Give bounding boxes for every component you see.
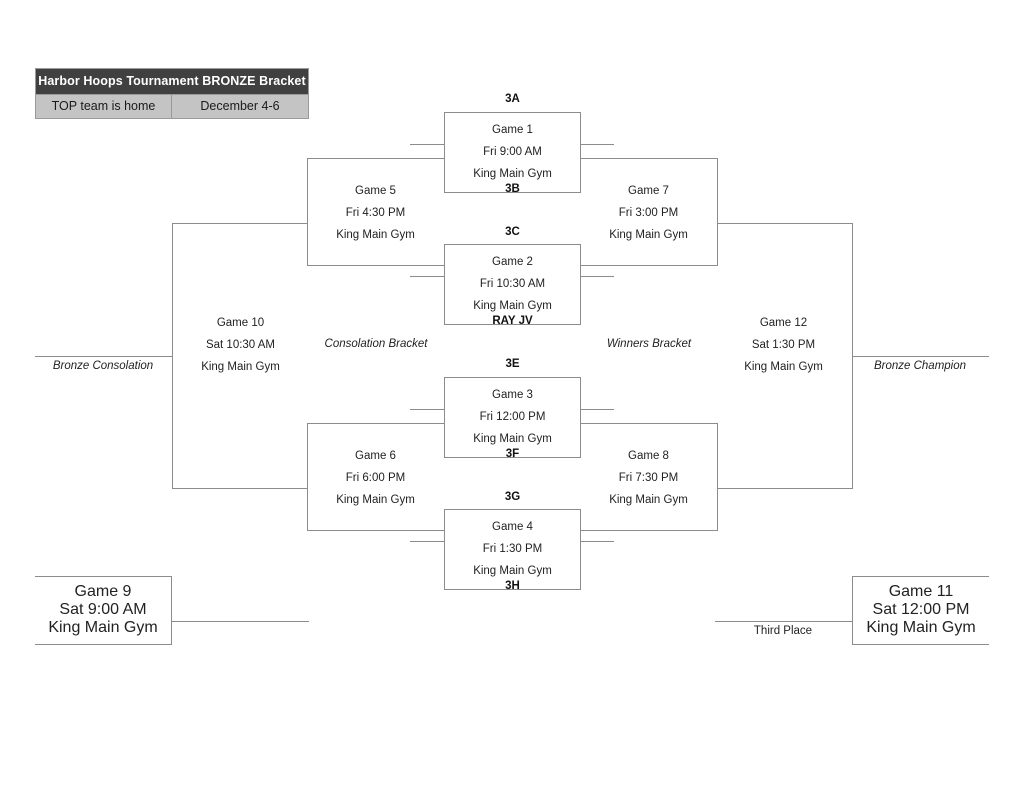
connector-game3-right bbox=[581, 409, 614, 410]
game-2-venue: King Main Gym bbox=[473, 300, 552, 312]
connector-game5-bottom bbox=[307, 265, 444, 266]
connector-game5-top bbox=[307, 158, 444, 159]
connector-game7-spine bbox=[717, 158, 718, 266]
connector-game6-spine bbox=[307, 423, 308, 531]
game-4-name: Game 4 bbox=[492, 521, 533, 533]
game-box-4[interactable]: Game 4 Fri 1:30 PM King Main Gym bbox=[444, 509, 581, 590]
seed-label-3a: 3A bbox=[505, 93, 520, 105]
seed-label-3e: 3E bbox=[505, 358, 520, 370]
game-10-time: Sat 10:30 AM bbox=[205, 339, 276, 351]
connector-game12-bottom bbox=[717, 488, 853, 489]
game-7-venue: King Main Gym bbox=[609, 229, 688, 241]
bracket-subtitle-row: TOP team is home December 4-6 bbox=[35, 95, 309, 119]
game-8-name: Game 8 bbox=[628, 450, 669, 462]
connector-game6-top bbox=[307, 423, 444, 424]
connector-game11-in bbox=[715, 621, 852, 622]
connector-game2-left bbox=[410, 276, 444, 277]
game-9-time: Sat 9:00 AM bbox=[59, 601, 147, 618]
bracket-title-block: Harbor Hoops Tournament BRONZE Bracket T… bbox=[35, 68, 309, 119]
game-9-venue: King Main Gym bbox=[48, 619, 158, 636]
connector-game1-left bbox=[410, 144, 444, 145]
game-11-venue: King Main Gym bbox=[866, 619, 976, 636]
seed-label-3c: 3C bbox=[505, 226, 520, 238]
game-10-venue: King Main Gym bbox=[201, 361, 280, 373]
connector-game10-bottom bbox=[172, 488, 307, 489]
connector-game8-top bbox=[581, 423, 717, 424]
game-info-12[interactable]: Game 12 Sat 1:30 PM King Main Gym bbox=[715, 312, 852, 378]
game-3-time: Fri 12:00 PM bbox=[479, 411, 546, 423]
game-1-name: Game 1 bbox=[492, 124, 533, 136]
home-team-note: TOP team is home bbox=[36, 95, 172, 118]
game-info-8[interactable]: Game 8 Fri 7:30 PM King Main Gym bbox=[580, 445, 717, 511]
label-third-place: Third Place bbox=[753, 625, 813, 637]
game-1-venue: King Main Gym bbox=[473, 168, 552, 180]
connector-game4-left bbox=[410, 541, 444, 542]
tournament-dates: December 4-6 bbox=[200, 99, 280, 113]
game-2-name: Game 2 bbox=[492, 256, 533, 268]
game-info-6[interactable]: Game 6 Fri 6:00 PM King Main Gym bbox=[307, 445, 444, 511]
connector-game8-spine bbox=[717, 423, 718, 531]
game-10-name: Game 10 bbox=[216, 317, 265, 329]
game-4-venue: King Main Gym bbox=[473, 565, 552, 577]
seed-label-3g: 3G bbox=[504, 491, 521, 503]
game-11-name: Game 11 bbox=[888, 583, 954, 600]
seed-label-3b: 3B bbox=[505, 183, 520, 195]
label-consolation-bracket: Consolation Bracket bbox=[324, 338, 428, 350]
game-6-name: Game 6 bbox=[355, 450, 396, 462]
game-8-time: Fri 7:30 PM bbox=[618, 472, 679, 484]
label-bronze-champion: Bronze Champion bbox=[873, 360, 967, 372]
connector-game5-spine bbox=[307, 158, 308, 266]
game-4-time: Fri 1:30 PM bbox=[482, 543, 543, 555]
seed-label-ray-jv: RAY JV bbox=[492, 315, 533, 327]
game-info-7[interactable]: Game 7 Fri 3:00 PM King Main Gym bbox=[580, 180, 717, 246]
game-box-9[interactable]: Game 9 Sat 9:00 AM King Main Gym bbox=[35, 576, 172, 645]
game-1-time: Fri 9:00 AM bbox=[483, 146, 542, 158]
game-5-name: Game 5 bbox=[355, 185, 396, 197]
game-12-venue: King Main Gym bbox=[744, 361, 823, 373]
game-6-time: Fri 6:00 PM bbox=[345, 472, 406, 484]
game-5-venue: King Main Gym bbox=[336, 229, 415, 241]
label-bronze-consolation: Bronze Consolation bbox=[52, 360, 154, 372]
game-2-time: Fri 10:30 AM bbox=[479, 278, 546, 290]
seed-label-3h: 3H bbox=[505, 580, 520, 592]
seed-label-3f: 3F bbox=[505, 448, 520, 460]
game-7-name: Game 7 bbox=[628, 185, 669, 197]
bracket-title: Harbor Hoops Tournament BRONZE Bracket bbox=[35, 68, 309, 95]
game-info-5[interactable]: Game 5 Fri 4:30 PM King Main Gym bbox=[307, 180, 444, 246]
connector-game10-top bbox=[172, 223, 307, 224]
game-12-name: Game 12 bbox=[759, 317, 808, 329]
game-9-name: Game 9 bbox=[74, 583, 132, 600]
connector-game2-right bbox=[581, 276, 614, 277]
game-3-name: Game 3 bbox=[492, 389, 533, 401]
connector-game7-bottom bbox=[581, 265, 717, 266]
connector-game10-spine bbox=[172, 223, 173, 489]
game-box-3[interactable]: Game 3 Fri 12:00 PM King Main Gym bbox=[444, 377, 581, 458]
game-box-11[interactable]: Game 11 Sat 12:00 PM King Main Gym bbox=[852, 576, 989, 645]
connector-game3-left bbox=[410, 409, 444, 410]
game-6-venue: King Main Gym bbox=[336, 494, 415, 506]
game-info-10[interactable]: Game 10 Sat 10:30 AM King Main Gym bbox=[172, 312, 309, 378]
label-winners-bracket: Winners Bracket bbox=[606, 338, 692, 350]
outcome-line-bronze-champion bbox=[852, 356, 989, 357]
game-5-time: Fri 4:30 PM bbox=[345, 207, 406, 219]
game-box-1[interactable]: Game 1 Fri 9:00 AM King Main Gym bbox=[444, 112, 581, 193]
connector-game7-top bbox=[581, 158, 717, 159]
game-8-venue: King Main Gym bbox=[609, 494, 688, 506]
game-11-time: Sat 12:00 PM bbox=[872, 601, 970, 618]
connector-game1-right bbox=[581, 144, 614, 145]
outcome-line-bronze-consolation bbox=[35, 356, 172, 357]
connector-game4-right bbox=[581, 541, 614, 542]
game-12-time: Sat 1:30 PM bbox=[751, 339, 816, 351]
connector-game12-top bbox=[717, 223, 853, 224]
connector-game8-bottom bbox=[581, 530, 717, 531]
connector-game9-out bbox=[172, 621, 309, 622]
connector-game6-bottom bbox=[307, 530, 444, 531]
game-box-2[interactable]: Game 2 Fri 10:30 AM King Main Gym bbox=[444, 244, 581, 325]
game-3-venue: King Main Gym bbox=[473, 433, 552, 445]
game-7-time: Fri 3:00 PM bbox=[618, 207, 679, 219]
